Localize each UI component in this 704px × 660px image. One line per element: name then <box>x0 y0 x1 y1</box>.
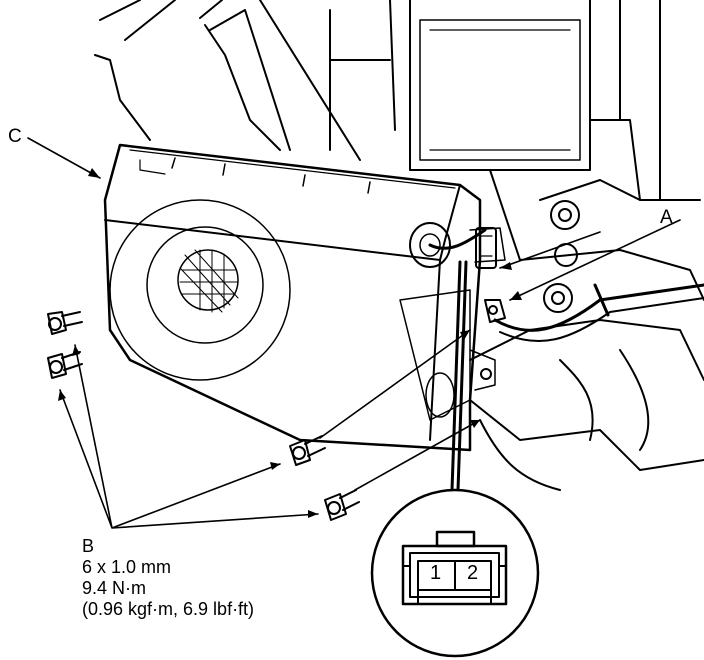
bolt-torque: 9.4 N·m <box>82 578 147 598</box>
callout-a: A <box>660 207 673 228</box>
vehicle-frame <box>94 0 704 491</box>
arrowheads <box>58 168 522 518</box>
bolt-b-1 <box>47 311 83 335</box>
unit-connector <box>475 227 497 269</box>
connector-pin-1: 1 <box>430 562 442 584</box>
connector-pin-2: 2 <box>467 562 479 584</box>
connector-detail-view <box>370 488 540 658</box>
detail-leader <box>450 260 468 492</box>
audio-unit-body <box>103 143 506 452</box>
callout-b: B <box>82 536 95 556</box>
bolt-size: 6 x 1.0 mm <box>82 557 172 577</box>
ground-terminal-a <box>484 299 506 323</box>
leader-lines <box>27 137 681 529</box>
frame-mount-holes <box>543 200 580 313</box>
speaker-grille <box>109 199 291 381</box>
bolt-spec-block: B 6 x 1.0 mm 9.4 N·m (0.96 kgf·m, 6.9 lb… <box>82 536 254 620</box>
bolt-b-3 <box>289 435 326 466</box>
callout-c: C <box>8 126 22 147</box>
bolt-torque-alt: (0.96 kgf·m, 6.9 lbf·ft) <box>82 599 255 619</box>
bolt-b-4 <box>324 489 360 521</box>
